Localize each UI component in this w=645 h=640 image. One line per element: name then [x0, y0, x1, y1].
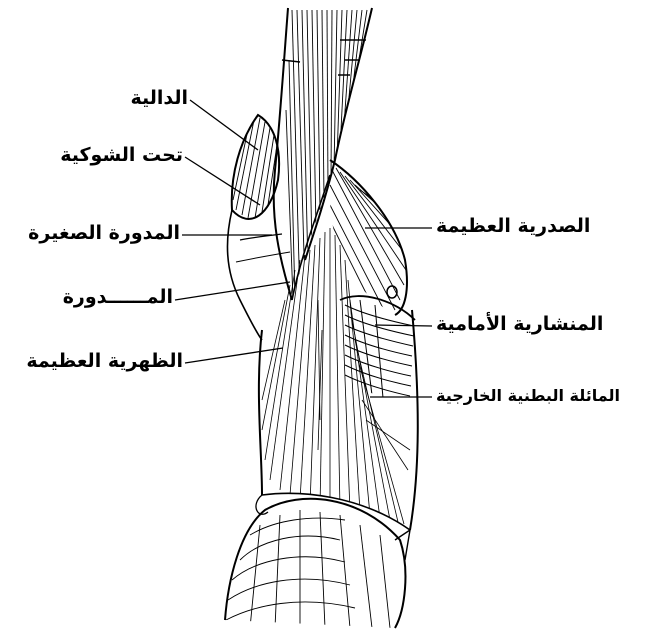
- label-infraspinatus: تحت الشوكية: [60, 146, 183, 165]
- label-teres-minor: المدورة الصغيرة: [28, 224, 180, 243]
- label-external-oblique: المائلة البطنية الخارجية: [436, 388, 620, 404]
- hip-gluteal-region: [225, 495, 410, 628]
- deltoid-muscle: [232, 115, 279, 219]
- leader-latissimus: [185, 348, 283, 363]
- label-latissimus-dorsi: الظهرية العظيمة: [26, 352, 183, 371]
- leader-serratus: [375, 325, 432, 326]
- label-pectoralis-major: الصدرية العظيمة: [436, 217, 590, 236]
- leader-deltoid: [190, 100, 258, 150]
- leader-teres-major: [175, 282, 290, 300]
- label-deltoid: الدالية: [130, 89, 188, 108]
- arm-group: [274, 8, 372, 300]
- label-serratus-anterior: المنشارية الأمامية: [436, 315, 603, 334]
- label-teres-major: المــــــدورة: [63, 288, 173, 307]
